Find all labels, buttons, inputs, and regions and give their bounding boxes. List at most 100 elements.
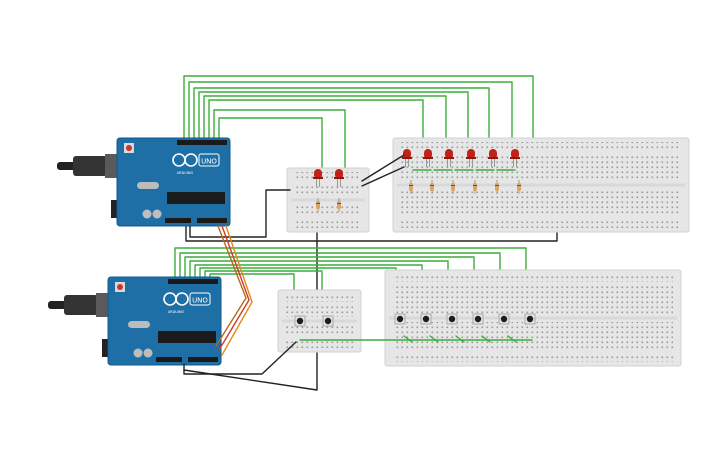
led-large-3-dome[interactable] (445, 149, 453, 159)
wire-i2c-brown[interactable] (215, 225, 247, 347)
arduino-uno-bottom-usb-cable[interactable] (48, 301, 68, 309)
led-large-2-dome[interactable] (424, 149, 432, 159)
arduino-uno-top-analog-header (197, 218, 227, 223)
led-large-4[interactable] (466, 149, 476, 167)
led-large-1-dome[interactable] (403, 149, 411, 159)
wire-bottom-btn-jumper-5[interactable] (507, 335, 517, 343)
arduino-uno-top-brand-text: ARDUINO (177, 171, 194, 175)
wire-top-signal-1[interactable] (183, 75, 534, 151)
resistor-large-3 (451, 180, 455, 194)
breadboard-small-bottom-rail-bottom (286, 340, 353, 348)
button-small-2[interactable] (322, 315, 334, 327)
arduino-uno-top-power-header (165, 218, 191, 223)
arduino-uno-top-usb-plug[interactable] (73, 156, 107, 176)
resistor-large-2-band (430, 185, 434, 186)
wire-bottom-btn-jumper-3[interactable] (455, 335, 465, 343)
breadboard-large-top-rail-top (401, 142, 681, 150)
button-large-4[interactable] (472, 313, 484, 325)
led-large-4-dome[interactable] (467, 149, 475, 159)
breadboard-large-top[interactable] (392, 137, 690, 233)
led-large-6-dome[interactable] (511, 149, 519, 159)
wire-top-bridge-1[interactable] (361, 154, 405, 182)
breadboard-large-top-strip-bottom (401, 189, 681, 216)
breadboard-large-top-strip-top (401, 154, 681, 181)
breadboard-large-bottom-strip-bottom (393, 322, 673, 350)
button-large-1-cap[interactable] (396, 315, 404, 323)
resistor-small-2-body (337, 201, 341, 209)
led-large-6-rim (510, 157, 520, 159)
wire-i2c-orange[interactable] (221, 225, 253, 356)
resistor-large-4-band (473, 185, 477, 186)
arduino-uno-bottom-infinity-right (175, 292, 189, 306)
wire-top-signal-3[interactable] (193, 87, 490, 151)
breadboard-large-bottom-rail-top (393, 274, 673, 282)
resistor-large-2-body (430, 183, 434, 191)
led-large-2[interactable] (423, 149, 433, 167)
resistor-large-4-body (473, 183, 477, 191)
breadboard-small-bottom[interactable] (277, 289, 362, 353)
button-large-3-cap[interactable] (448, 315, 456, 323)
arduino-uno-top-capacitor-1 (142, 209, 152, 219)
arduino-uno-bottom-digital-header (168, 279, 218, 284)
wire-small-led-ground[interactable] (183, 214, 318, 391)
arduino-uno-bottom-capacitor-1 (133, 348, 143, 358)
breadboard-large-bottom-strip-top (393, 286, 673, 314)
button-large-5[interactable] (498, 313, 510, 325)
wire-top-bridge-2[interactable] (361, 166, 405, 187)
wire-bottom-btn-jumper-2[interactable] (429, 335, 439, 343)
led-large-6[interactable] (510, 149, 520, 167)
arduino-uno-top-reset-cap[interactable] (126, 145, 132, 151)
breadboard-large-bottom[interactable] (384, 269, 682, 367)
led-large-2-rim (423, 157, 433, 159)
arduino-uno-bottom-capacitor-2 (143, 348, 153, 358)
breadboard-small-top-strip-top (295, 184, 361, 196)
button-large-2[interactable] (420, 313, 432, 325)
button-large-6[interactable] (524, 313, 536, 325)
led-small-1-rim (313, 177, 323, 179)
wire-bottom-ground[interactable] (183, 341, 297, 375)
led-large-5[interactable] (488, 149, 498, 167)
button-large-3[interactable] (446, 313, 458, 325)
resistor-large-6-body (517, 183, 521, 191)
led-large-3[interactable] (444, 149, 454, 167)
arduino-uno-bottom-logo-box (189, 292, 211, 306)
arduino-uno-bottom-usb-plug[interactable] (64, 295, 98, 315)
arduino-uno-bottom-crystal (128, 321, 150, 328)
breadboard-small-bottom-strip-top (286, 306, 353, 317)
button-small-1[interactable] (294, 315, 306, 327)
arduino-uno-top-crystal (137, 182, 159, 189)
button-small-1-cap[interactable] (296, 317, 304, 325)
led-large-1[interactable] (402, 149, 412, 167)
wire-top-signal-7[interactable] (213, 109, 346, 169)
wire-i2c-red[interactable] (218, 225, 250, 351)
resistor-large-3-band (451, 185, 455, 186)
button-large-1[interactable] (394, 313, 406, 325)
wire-top-ground-small[interactable] (189, 189, 291, 238)
wire-bottom-btn-jumper-1[interactable] (403, 335, 413, 343)
button-small-2-cap[interactable] (324, 317, 332, 325)
button-large-6-cap[interactable] (526, 315, 534, 323)
button-large-2-cap[interactable] (422, 315, 430, 323)
button-large-4-cap[interactable] (474, 315, 482, 323)
led-small-2-dome[interactable] (335, 169, 343, 179)
breadboard-small-bottom-rail-top (286, 294, 353, 302)
led-small-1-dome[interactable] (314, 169, 322, 179)
wire-bottom-btn-jumper-4[interactable] (481, 335, 491, 343)
wire-top-signal-2[interactable] (188, 81, 513, 151)
arduino-uno-top-logo-box (198, 153, 220, 167)
wire-top-signal-8[interactable] (218, 117, 323, 169)
wire-top-signal-4[interactable] (198, 91, 469, 151)
wire-top-signal-6[interactable] (208, 99, 424, 151)
wire-top-signal-5[interactable] (203, 95, 447, 151)
breadboard-small-top[interactable] (286, 167, 370, 233)
arduino-uno-bottom-reset-cap[interactable] (117, 284, 123, 290)
arduino-uno-top-usb-cable[interactable] (57, 162, 77, 170)
breadboard-small-top-strip-bottom (295, 204, 361, 216)
led-large-5-dome[interactable] (489, 149, 497, 159)
led-small-2-rim (334, 177, 344, 179)
led-small-1[interactable] (313, 169, 323, 187)
button-large-5-cap[interactable] (500, 315, 508, 323)
led-small-2[interactable] (334, 169, 344, 187)
